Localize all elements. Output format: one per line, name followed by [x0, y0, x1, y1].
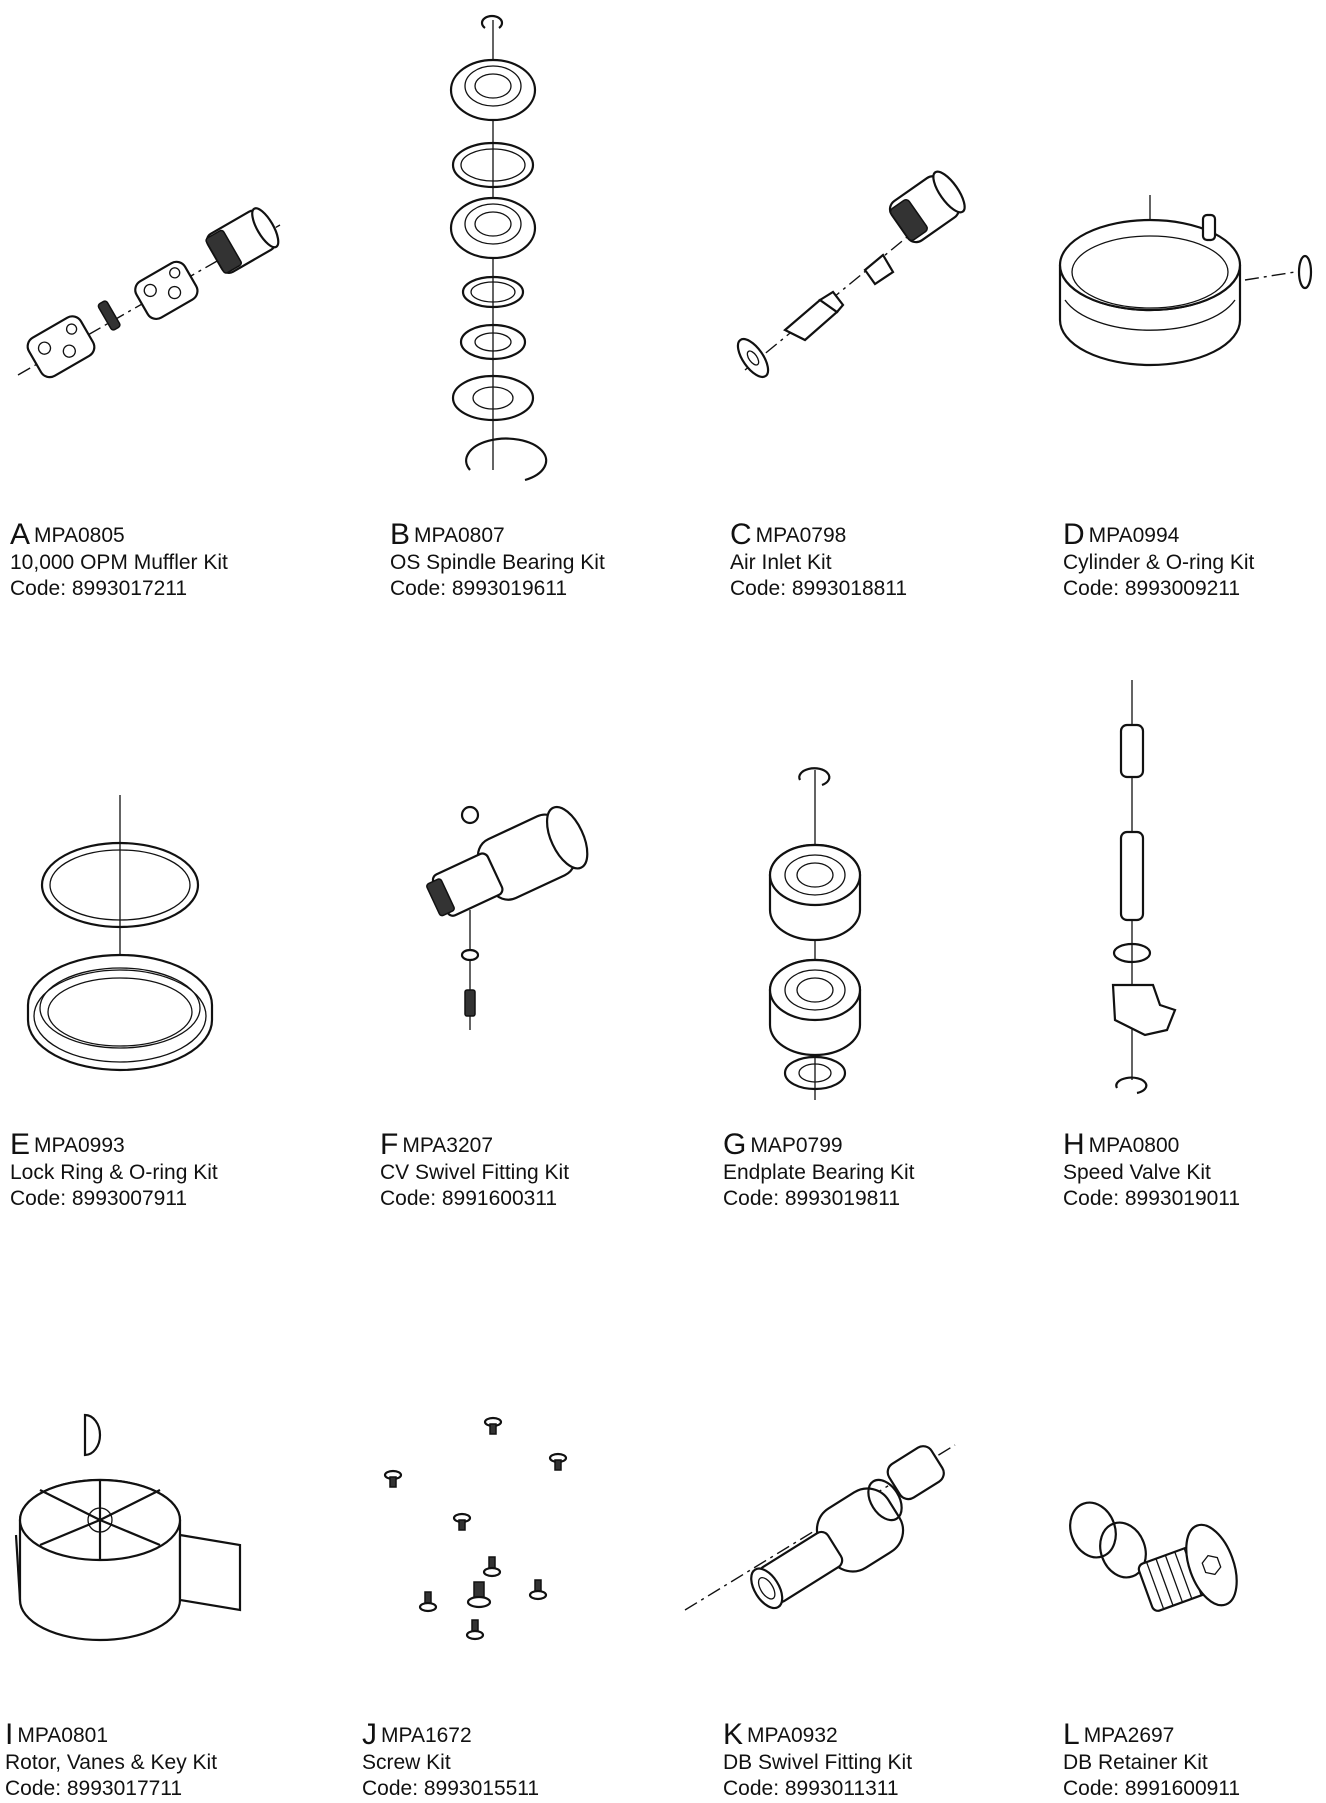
db-swivel-fitting-illustration	[684, 1444, 956, 1611]
kit-name: Speed Valve Kit	[1063, 1161, 1211, 1184]
cv-swivel-fitting-illustration	[426, 805, 589, 1030]
kit-part-number: MAP0799	[750, 1134, 843, 1157]
kit-code: Code: 8993018811	[730, 577, 908, 600]
kit-code: Code: 8993017211	[10, 577, 188, 600]
kit-part-number: MPA0994	[1088, 524, 1180, 547]
kit-code: Code: 8993019611	[390, 577, 568, 600]
kit-letter: E	[10, 1128, 31, 1161]
kit-part-number: MPA0798	[755, 524, 847, 547]
kit-letter: B	[390, 518, 411, 551]
kit-part-number: MPA0801	[17, 1724, 109, 1747]
air-inlet-kit-illustration	[736, 170, 966, 379]
kit-name: Lock Ring & O-ring Kit	[10, 1161, 218, 1184]
kit-part-number: MPA3207	[402, 1134, 493, 1157]
kit-letter: C	[730, 518, 752, 551]
kit-part-number: MPA0805	[34, 524, 125, 547]
kit-name: Air Inlet Kit	[730, 551, 832, 574]
kit-code: Code: 8991600911	[1063, 1777, 1241, 1800]
endplate-bearing-kit-illustration	[768, 767, 862, 1100]
kit-code: Code: 8993011311	[723, 1777, 899, 1800]
kit-code: Code: 8991600311	[380, 1187, 558, 1210]
kit-letter: A	[10, 518, 31, 551]
kit-code: Code: 8993015511	[362, 1777, 540, 1800]
kit-part-number: MPA1672	[381, 1724, 472, 1747]
lock-ring-kit-illustration	[26, 795, 214, 1072]
kit-code: Code: 8993009211	[1063, 577, 1241, 600]
kit-part-number: MPA2697	[1083, 1724, 1175, 1747]
kit-part-number: MPA0800	[1088, 1134, 1180, 1157]
kit-letter: G	[723, 1128, 747, 1161]
kit-code: Code: 8993019811	[723, 1187, 901, 1210]
kit-name: CV Swivel Fitting Kit	[380, 1161, 570, 1184]
kit-code: Code: 8993007911	[10, 1187, 188, 1210]
kit-name: DB Retainer Kit	[1063, 1751, 1208, 1774]
kit-letter: L	[1063, 1718, 1080, 1751]
spindle-bearing-kit-illustration	[449, 14, 548, 482]
speed-valve-kit-illustration	[1111, 680, 1177, 1095]
muffler-kit-illustration	[17, 207, 281, 379]
kit-letter: K	[723, 1718, 744, 1751]
kit-part-number: MPA0993	[34, 1134, 125, 1157]
kit-letter: J	[362, 1718, 377, 1751]
kit-letter: F	[380, 1128, 399, 1161]
screw-kit-illustration	[383, 1416, 568, 1641]
kit-name: Screw Kit	[362, 1751, 451, 1774]
kit-name: Cylinder & O-ring Kit	[1063, 551, 1255, 574]
db-retainer-kit-illustration	[1069, 1501, 1238, 1612]
kit-letter: D	[1063, 518, 1085, 551]
kit-name: 10,000 OPM Muffler Kit	[10, 551, 228, 574]
kit-code: Code: 8993017711	[5, 1777, 183, 1800]
cylinder-kit-illustration	[1058, 195, 1313, 367]
kit-part-number: MPA0807	[414, 524, 505, 547]
kit-letter: H	[1063, 1128, 1085, 1161]
kit-name: DB Swivel Fitting Kit	[723, 1751, 913, 1774]
kit-name: OS Spindle Bearing Kit	[390, 551, 605, 574]
kit-name: Rotor, Vanes & Key Kit	[5, 1751, 218, 1774]
kit-part-number: MPA0932	[747, 1724, 838, 1747]
rotor-vanes-key-illustration	[14, 1413, 242, 1642]
kit-letter: I	[5, 1718, 14, 1751]
kit-name: Endplate Bearing Kit	[723, 1161, 915, 1184]
kit-code: Code: 8993019011	[1063, 1187, 1241, 1210]
